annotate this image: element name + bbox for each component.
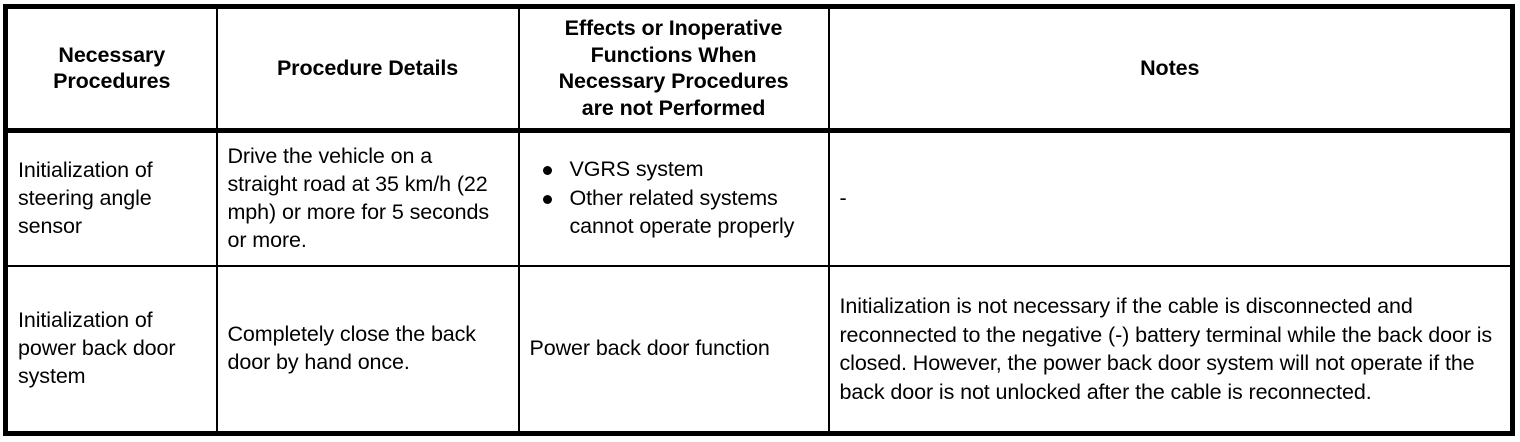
table-row: Initialization of power back door system… <box>4 265 1514 435</box>
necessary-procedures-table: Necessary Procedures Procedure Details E… <box>3 4 1515 436</box>
bullet-icon <box>542 195 552 204</box>
table-header-row: Necessary Procedures Procedure Details E… <box>4 5 1514 133</box>
table-body: Initialization of steering angle sensor … <box>4 129 1514 435</box>
cell-procedure-details: Completely close the back door by hand o… <box>215 265 520 435</box>
list-item: Other related systems cannot operate pro… <box>542 185 818 241</box>
cell-notes: - <box>827 129 1514 268</box>
column-header-notes: Notes <box>827 5 1514 133</box>
column-header-necessary-procedures: Necessary Procedures <box>4 5 218 133</box>
bullet-icon <box>542 166 552 176</box>
list-item-label: VGRS system <box>569 157 704 182</box>
notes-paragraph: Initialization is not necessary if the c… <box>839 294 1493 404</box>
list-item-label: Other related systems cannot operate pro… <box>569 186 795 238</box>
cell-effects-or-inoperative-functions: Power back door function <box>517 265 830 435</box>
column-header-effects-or-inoperative-functions: Effects or Inoperative Functions When Ne… <box>517 5 830 133</box>
cell-procedure-details: Drive the vehicle on a straight road at … <box>215 129 520 268</box>
cell-necessary-procedures: Initialization of power back door system <box>4 265 218 435</box>
effects-bullet-list: VGRS system Other related systems cannot… <box>530 156 818 241</box>
column-header-procedure-details: Procedure Details <box>215 5 520 133</box>
cell-notes: Initialization is not necessary if the c… <box>827 265 1514 435</box>
list-item: VGRS system <box>542 156 818 184</box>
table-header: Necessary Procedures Procedure Details E… <box>4 5 1514 133</box>
cell-effects-or-inoperative-functions: VGRS system Other related systems cannot… <box>517 129 830 268</box>
table-row: Initialization of steering angle sensor … <box>4 129 1514 268</box>
cell-necessary-procedures: Initialization of steering angle sensor <box>4 129 218 268</box>
